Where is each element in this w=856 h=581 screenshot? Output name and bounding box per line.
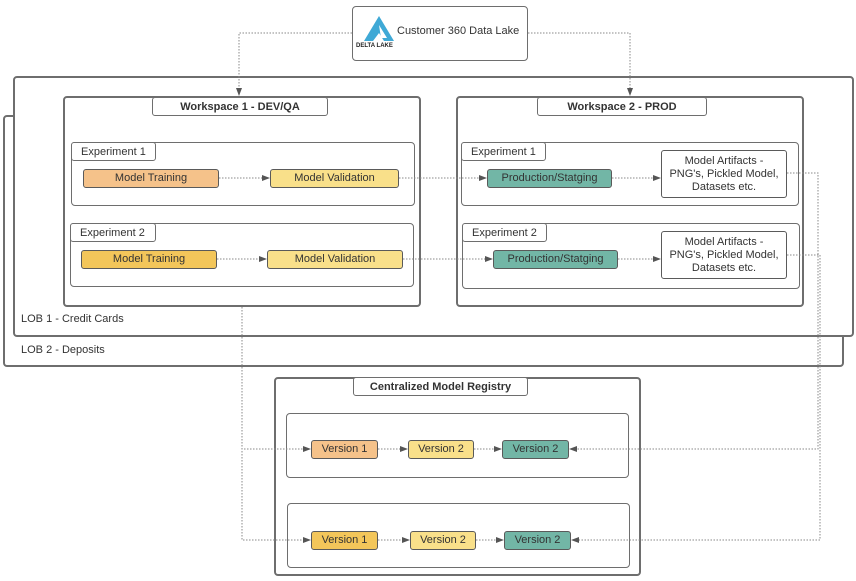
ws1-exp1-model-training[interactable]: Model Training bbox=[83, 169, 219, 188]
delta-lake-logo-text: DELTA LAKE bbox=[356, 43, 393, 49]
ws1-exp2-model-training[interactable]: Model Training bbox=[81, 250, 217, 269]
lob2-label: LOB 2 - Deposits bbox=[21, 344, 105, 356]
ws1-experiment2-title: Experiment 2 bbox=[70, 223, 156, 242]
registry-row2-version1[interactable]: Version 1 bbox=[311, 531, 378, 550]
ws1-exp2-model-validation[interactable]: Model Validation bbox=[267, 250, 403, 269]
data-lake-title: Customer 360 Data Lake bbox=[397, 25, 520, 37]
lob1-label: LOB 1 - Credit Cards bbox=[21, 313, 124, 325]
registry-row2-version2[interactable]: Version 2 bbox=[410, 531, 476, 550]
ws2-experiment1-title: Experiment 1 bbox=[461, 142, 546, 161]
ws1-exp1-model-validation[interactable]: Model Validation bbox=[270, 169, 399, 188]
workspace2-title: Workspace 2 - PROD bbox=[537, 97, 707, 116]
registry-row2-version3[interactable]: Version 2 bbox=[504, 531, 571, 550]
registry-row1-version3[interactable]: Version 2 bbox=[502, 440, 569, 459]
ws2-exp2-production-staging[interactable]: Production/Statging bbox=[493, 250, 618, 269]
ws2-exp1-model-artifacts[interactable]: Model Artifacts - PNG's, Pickled Model, … bbox=[661, 150, 787, 198]
workspace1-title: Workspace 1 - DEV/QA bbox=[152, 97, 328, 116]
ws2-experiment2-title: Experiment 2 bbox=[462, 223, 547, 242]
registry-row1-version2[interactable]: Version 2 bbox=[408, 440, 474, 459]
data-lake-node: DELTA LAKE Customer 360 Data Lake bbox=[352, 6, 528, 61]
ws1-experiment1-title: Experiment 1 bbox=[71, 142, 156, 161]
ws2-exp1-production-staging[interactable]: Production/Statging bbox=[487, 169, 612, 188]
registry-row1-version1[interactable]: Version 1 bbox=[311, 440, 378, 459]
ws2-exp2-model-artifacts[interactable]: Model Artifacts - PNG's, Pickled Model, … bbox=[661, 231, 787, 279]
model-registry-title: Centralized Model Registry bbox=[353, 377, 528, 396]
